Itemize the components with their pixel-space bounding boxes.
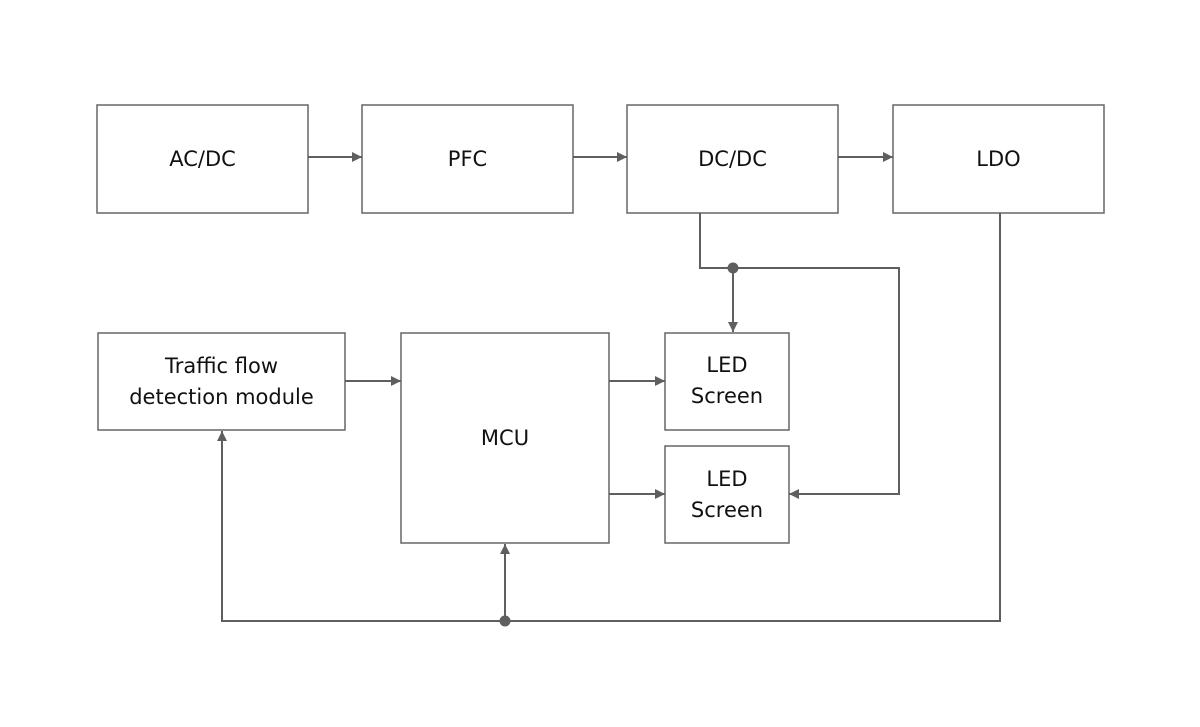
led1-label-line2: Screen — [691, 384, 763, 408]
wire-dcdc-to-led2 — [699, 213, 900, 499]
traffic-label-line1: Traffic flow — [164, 354, 278, 378]
led2-label-line2: Screen — [691, 498, 763, 522]
block-traffic-flow-detection: Traffic flow detection module — [97, 332, 346, 431]
junction-dot-dcdc — [727, 262, 739, 274]
block-ldo: LDO — [892, 104, 1105, 214]
junction-dot-ldo — [499, 615, 511, 627]
block-led-screen-2: LED Screen — [664, 445, 790, 544]
led2-label-line1: LED — [706, 467, 747, 491]
block-ldo-label: LDO — [976, 147, 1020, 171]
block-mcu-label: MCU — [481, 426, 529, 450]
block-pfc: PFC — [361, 104, 574, 214]
block-dc-dc-label: DC/DC — [698, 147, 767, 171]
block-ac-dc: AC/DC — [96, 104, 309, 214]
block-pfc-label: PFC — [448, 147, 487, 171]
wire-ldo-to-traffic — [217, 213, 1001, 622]
led1-label-line1: LED — [706, 353, 747, 377]
block-ac-dc-label: AC/DC — [169, 147, 236, 171]
block-mcu: MCU — [400, 332, 610, 544]
traffic-label-line2: detection module — [129, 385, 314, 409]
block-led-screen-1: LED Screen — [664, 332, 790, 431]
block-dc-dc: DC/DC — [626, 104, 839, 214]
